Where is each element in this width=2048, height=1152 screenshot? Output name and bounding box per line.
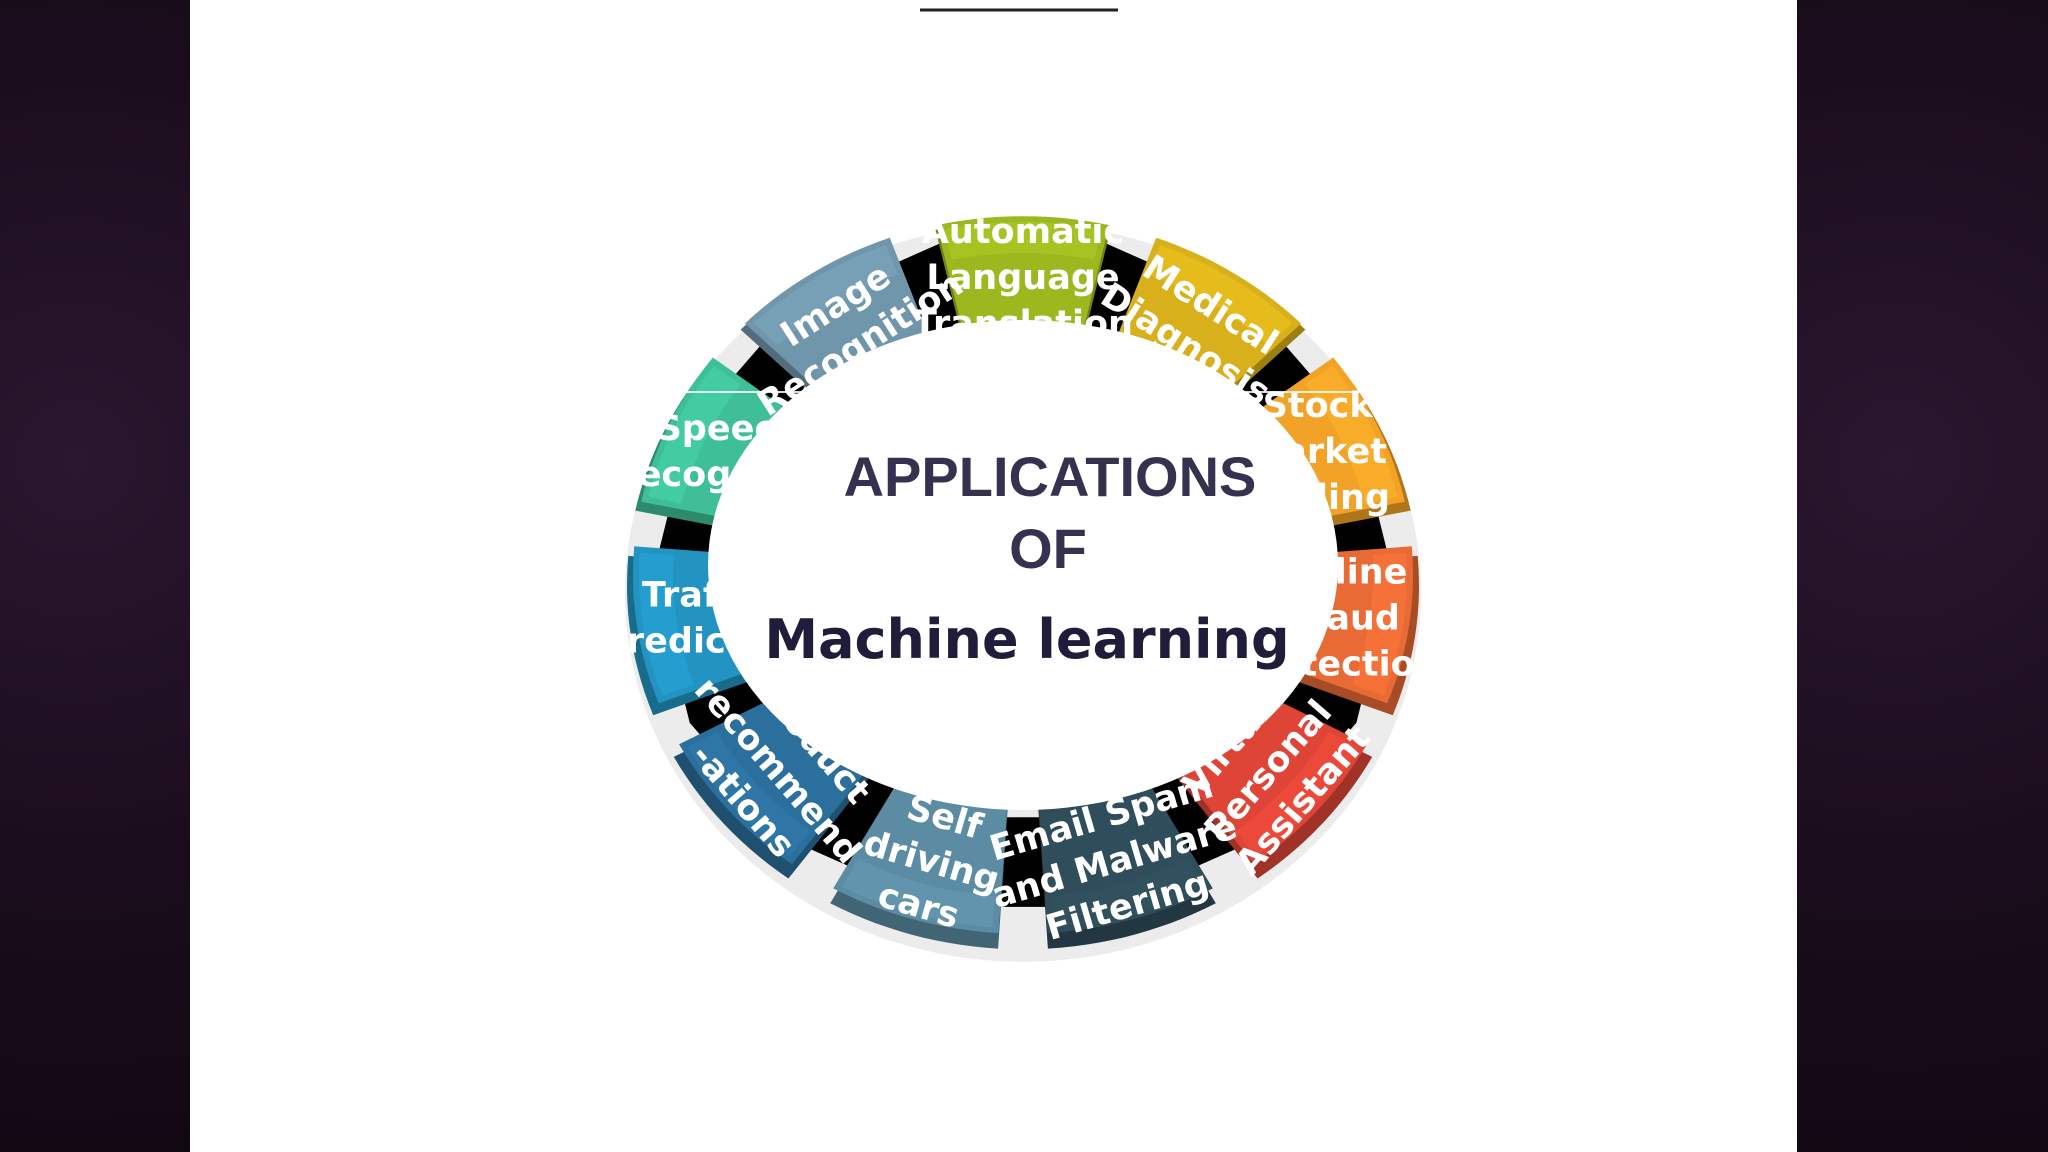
applications-wheel-diagram: AutomaticLanguageTranslationMedicalDiagn… xyxy=(350,8,1670,962)
segment-label-line: Automatic xyxy=(922,212,1124,252)
left-background-panel xyxy=(0,0,190,1152)
title-line-3: Machine learning xyxy=(764,608,1289,671)
title-line-1: APPLICATIONS xyxy=(844,445,1257,508)
segment-highlight-2 xyxy=(1305,365,1398,504)
segment-highlight-1 xyxy=(1148,245,1293,346)
center-hub xyxy=(708,320,1338,810)
segment-highlight-3 xyxy=(1352,552,1407,696)
segment-highlight-9 xyxy=(648,365,741,504)
segment-highlight-10 xyxy=(753,245,898,346)
segment-highlight-7 xyxy=(687,731,811,856)
segment-highlight-4 xyxy=(1235,731,1359,856)
segment-highlight-6 xyxy=(842,859,995,928)
segment-highlight-8 xyxy=(639,552,694,696)
slide: AutomaticLanguageTranslationMedicalDiagn… xyxy=(190,0,1797,1152)
segment-highlight-0 xyxy=(944,221,1102,260)
segment-highlight-5 xyxy=(1051,859,1204,928)
segment-label-line: Language xyxy=(926,258,1119,298)
right-background-panel xyxy=(1797,0,2048,1152)
title-line-2: OF xyxy=(1009,517,1087,580)
